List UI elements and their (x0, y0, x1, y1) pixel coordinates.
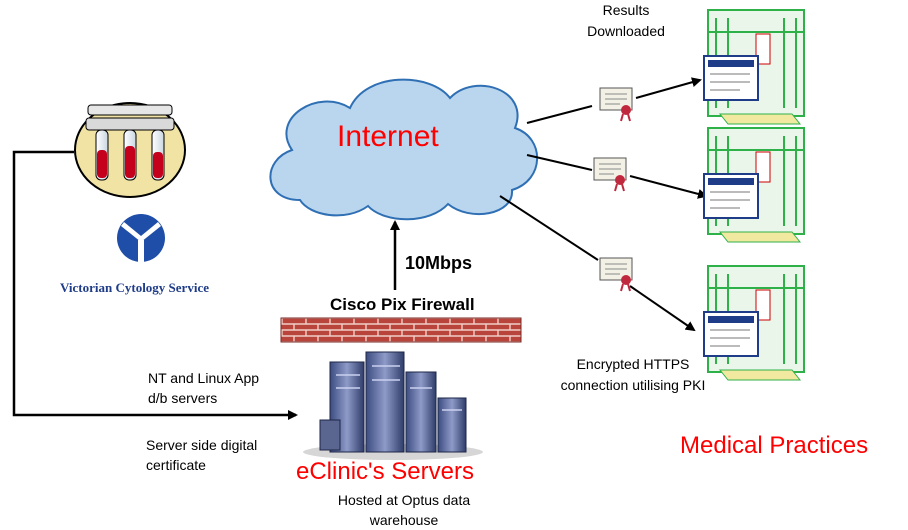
certificate-icon (593, 157, 627, 192)
hosted-label: Hosted at Optus data warehouse (337, 492, 471, 528)
vcs-logo-icon (117, 214, 165, 262)
brick-firewall-icon (280, 317, 522, 343)
internet-label: Internet (337, 120, 439, 153)
firewall-label: Cisco Pix Firewall (330, 295, 475, 314)
medical-practice-computer-icon (703, 9, 805, 125)
https-label: Encrypted HTTPS connection utilising PKI (560, 356, 706, 393)
server-certificate-label: Server side digital certificate (146, 437, 258, 473)
results-downloaded-label: Results Downloaded (587, 2, 665, 39)
bandwidth-label: 10Mbps (405, 253, 473, 273)
certificate-icon (599, 257, 633, 292)
internet-cloud-icon (269, 78, 539, 221)
servers-title: eClinic's Servers (296, 458, 474, 485)
server-rack-icon (303, 351, 483, 460)
app-servers-label: NT and Linux App d/b servers (148, 370, 260, 406)
test-tubes-icon (74, 102, 186, 198)
medical-practice-computer-icon (703, 265, 805, 381)
lab-to-servers-connector (12, 150, 298, 420)
vcs-name-label: Victorian Cytology Service (60, 280, 209, 295)
medical-practices-title: Medical Practices (680, 432, 869, 459)
medical-practice-computer-icon (703, 127, 805, 243)
practice-connectors (499, 77, 708, 332)
certificate-icon (599, 87, 633, 122)
